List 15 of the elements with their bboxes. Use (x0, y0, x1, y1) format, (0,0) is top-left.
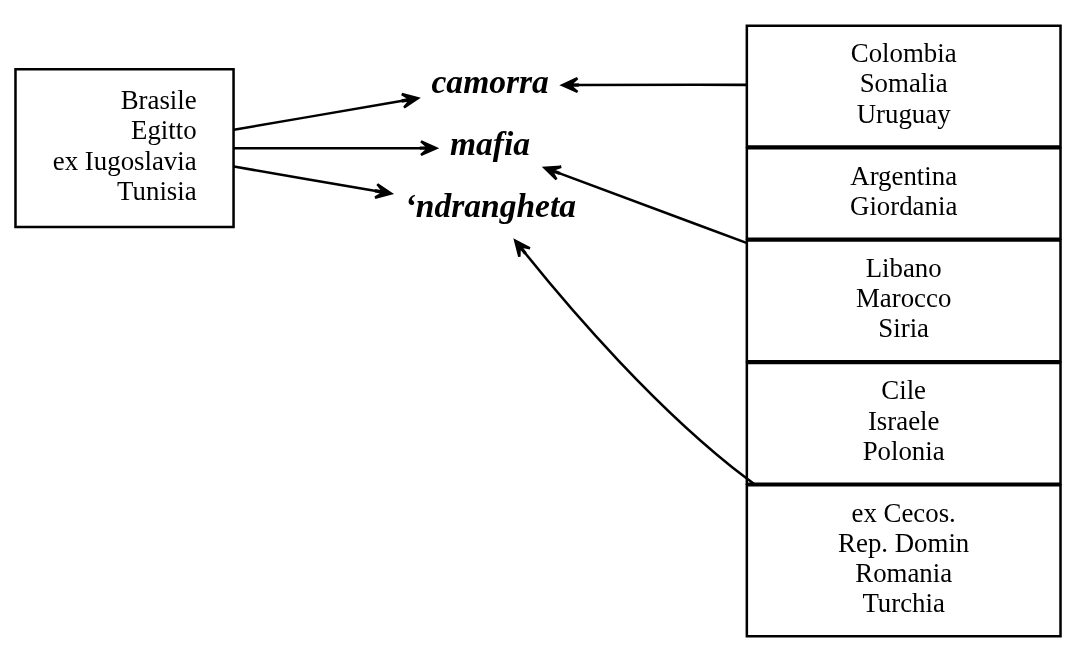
arrow (543, 165, 747, 245)
arrow (233, 165, 393, 199)
node-text: ‘ndrangheta (404, 186, 577, 224)
arrow (233, 92, 420, 131)
node-text: camorra (431, 62, 549, 100)
node-box: Argentina Giordania (745, 146, 1062, 240)
node-box: Colombia Somalia Uruguay (745, 24, 1062, 148)
node-text: mafia (449, 124, 531, 162)
arrow (514, 239, 757, 487)
node-box: Brasile Egitto ex Iugoslavia Tunisia (14, 68, 235, 229)
node-box: Libano Marocco Siria (745, 239, 1062, 363)
arrow (561, 77, 747, 94)
node-box: ex Cecos. Rep. Domin Romania Turchia (745, 484, 1062, 638)
node-box: Cile Israele Polonia (745, 361, 1062, 485)
arrow (233, 140, 438, 157)
